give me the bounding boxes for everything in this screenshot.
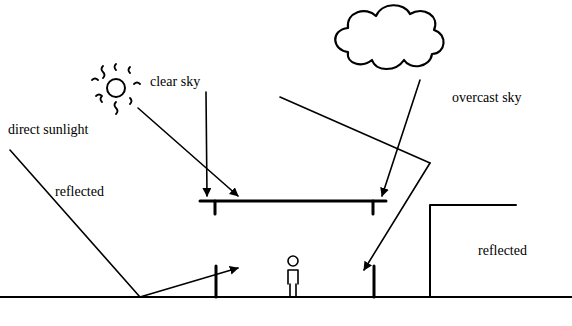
- person: [288, 256, 298, 297]
- reflected-arrow: [364, 163, 430, 270]
- sky-label: overcast sky: [452, 90, 522, 106]
- sun-rays: [92, 64, 140, 114]
- light-rays: [10, 80, 430, 297]
- cloud: [335, 5, 443, 69]
- building: [200, 201, 386, 297]
- sunlight-arrow: [138, 108, 238, 196]
- reflected-arrow: [140, 268, 238, 297]
- overcast-arrow: [382, 80, 420, 196]
- ground-line: [0, 296, 572, 298]
- light-label: reflected: [55, 184, 104, 200]
- incident-ray: [280, 97, 430, 163]
- clear-sky-arrow: [206, 92, 207, 196]
- sky-label: clear sky: [150, 74, 200, 90]
- sun: [107, 79, 125, 97]
- incident-ray: [10, 150, 140, 297]
- light-label: reflected: [478, 243, 527, 259]
- light-label: direct sunlight: [8, 122, 89, 138]
